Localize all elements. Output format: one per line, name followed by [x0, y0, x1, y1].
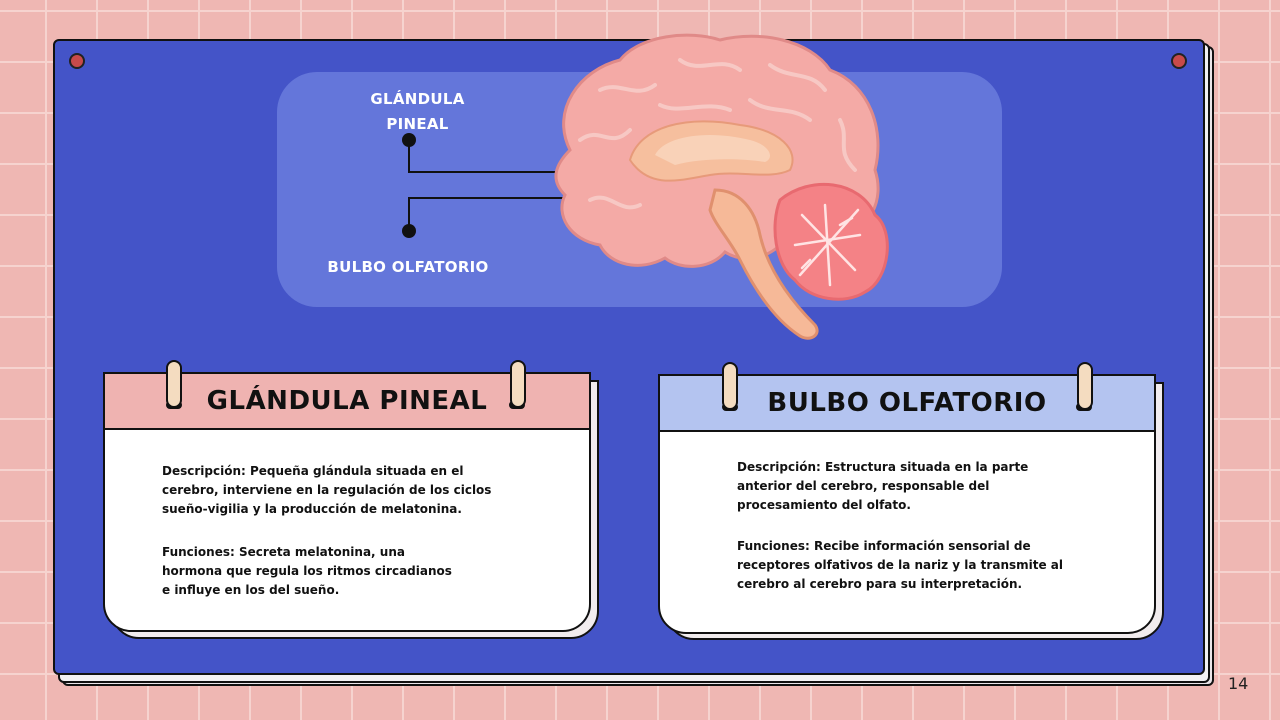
card-funciones: Funciones: Secreta melatonina, una hormo…	[162, 545, 452, 597]
ring-right	[510, 360, 526, 408]
card-funciones: Funciones: Recibe información sensorial …	[737, 539, 1064, 591]
diagram-label-pineal: GLÁNDULA PINEAL	[370, 90, 465, 133]
pin-left	[69, 53, 85, 69]
card-descripcion: Descripción: Estructura situada en la pa…	[737, 460, 1029, 512]
card-title: GLÁNDULA PINEAL	[206, 386, 488, 416]
card-header: BULBO OLFATORIO	[658, 374, 1156, 432]
ring-right	[1077, 362, 1093, 410]
ring-left	[166, 360, 182, 408]
page-number: 14	[1228, 674, 1249, 693]
card-title: BULBO OLFATORIO	[767, 388, 1047, 418]
pin-right	[1171, 53, 1187, 69]
brain-illustration	[554, 33, 889, 340]
diagram-label-olfatorio: BULBO OLFATORIO	[327, 258, 489, 276]
olfatorio-line	[408, 197, 580, 231]
card-descripcion: Descripción: Pequeña glándula situada en…	[162, 464, 492, 516]
ring-left	[722, 362, 738, 410]
